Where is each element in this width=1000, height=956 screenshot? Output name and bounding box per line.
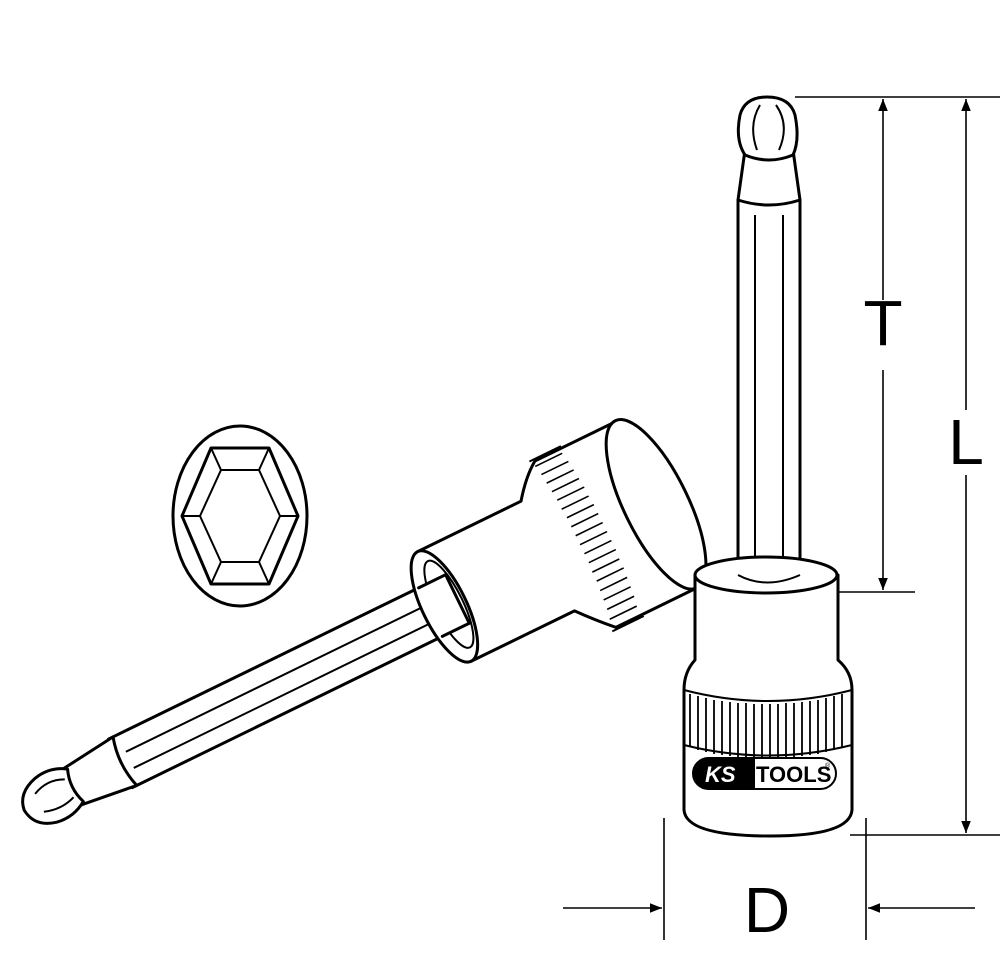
dimension-label-l: L <box>948 406 984 478</box>
hex-end-view <box>171 424 309 608</box>
dimension-lines <box>563 96 1000 940</box>
vertical-socket-bit: KS TOOLS ® <box>682 95 854 838</box>
ks-tools-logo: KS TOOLS ® <box>692 757 837 790</box>
logo-registered: ® <box>825 762 831 770</box>
knurl-band <box>689 694 843 758</box>
dimension-label-t: T <box>863 287 902 359</box>
logo-tools: TOOLS <box>756 762 831 787</box>
logo-ks: KS <box>705 762 736 787</box>
dimension-label-d: D <box>744 874 790 946</box>
angled-socket-bit <box>21 418 708 825</box>
knurl-band <box>529 445 645 633</box>
